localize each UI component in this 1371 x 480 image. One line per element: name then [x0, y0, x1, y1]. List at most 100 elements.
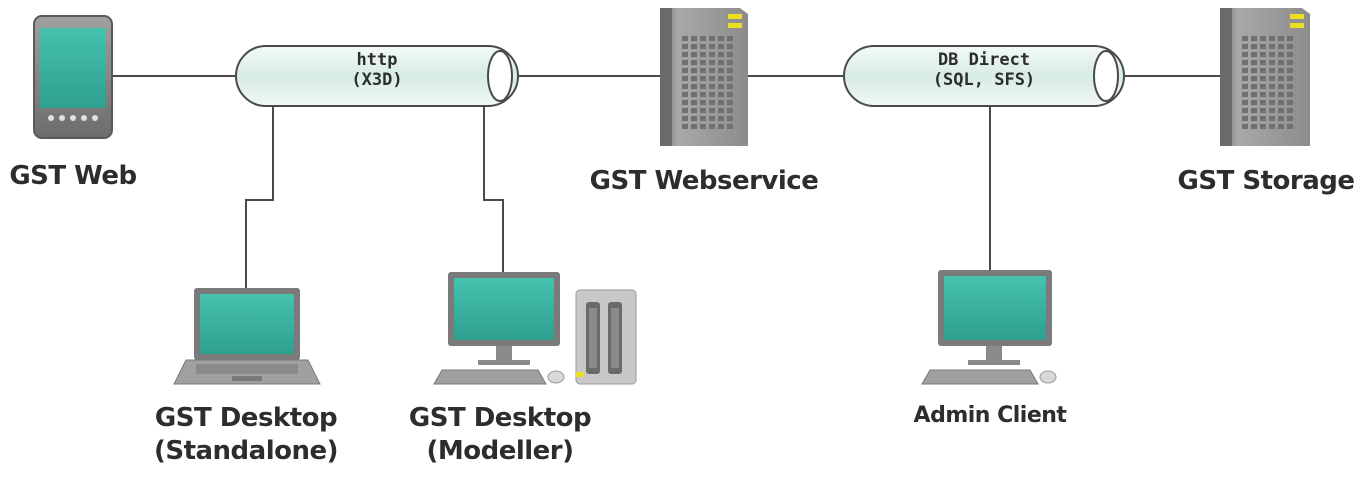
vent-cell — [1269, 52, 1275, 57]
vent-cell — [1242, 92, 1248, 97]
desktop-standalone-line2: (Standalone) — [153, 435, 339, 466]
vent-cell — [727, 124, 733, 129]
vent-cell — [718, 60, 724, 65]
vent-cell — [1269, 44, 1275, 49]
vent-cell — [1278, 52, 1284, 57]
vent-cell — [700, 84, 706, 89]
http-label: http (X3D) — [327, 50, 427, 90]
vent-cell — [727, 60, 733, 65]
vent-cell — [1278, 44, 1284, 49]
vent-cell — [1287, 52, 1293, 57]
db-direct-line2: (SQL, SFS) — [932, 70, 1036, 90]
vent-cell — [1287, 36, 1293, 41]
vent-cell — [1269, 116, 1275, 121]
vent-cell — [1287, 116, 1293, 121]
vent-cell — [691, 108, 697, 113]
vent-cell — [1278, 84, 1284, 89]
vent-cell — [727, 44, 733, 49]
vent-cell — [1287, 100, 1293, 105]
vent-cell — [709, 100, 715, 105]
vent-cell — [700, 68, 706, 73]
vent-cell — [727, 76, 733, 81]
vent-cell — [1251, 76, 1257, 81]
vent-cell — [1260, 68, 1266, 73]
vent-cell — [700, 92, 706, 97]
vent-cell — [682, 100, 688, 105]
vent-cell — [682, 60, 688, 65]
db-direct-label: DB Direct (SQL, SFS) — [914, 50, 1054, 90]
vent-cell — [718, 76, 724, 81]
vent-cell — [1242, 76, 1248, 81]
vent-cell — [1251, 44, 1257, 49]
vent-cell — [682, 44, 688, 49]
desktop-modeller-line1: GST Desktop — [408, 403, 592, 433]
vent-cell — [718, 108, 724, 113]
gst-webservice-label: GST Webservice — [589, 166, 819, 196]
vent-cell — [1251, 108, 1257, 113]
vent-cell — [1287, 60, 1293, 65]
vent-cell — [718, 116, 724, 121]
vent-cell — [718, 36, 724, 41]
vent-cell — [1287, 84, 1293, 89]
vent-cell — [1278, 124, 1284, 129]
vent-cell — [1251, 116, 1257, 121]
vent-cell — [700, 116, 706, 121]
vent-cell — [1260, 44, 1266, 49]
vent-cell — [1260, 108, 1266, 113]
vent-cell — [691, 124, 697, 129]
vent-cell — [709, 124, 715, 129]
vent-cell — [1251, 84, 1257, 89]
vent-cell — [727, 92, 733, 97]
vent-cell — [727, 84, 733, 89]
vent-cell — [1242, 100, 1248, 105]
vent-cell — [1278, 60, 1284, 65]
vent-cell — [700, 124, 706, 129]
vent-cell — [691, 84, 697, 89]
workstation-tower-icon — [575, 289, 637, 385]
vent-cell — [1269, 60, 1275, 65]
vent-cell — [691, 52, 697, 57]
vent-cell — [1269, 124, 1275, 129]
vent-cell — [691, 76, 697, 81]
vent-cell — [1251, 124, 1257, 129]
vent-cell — [691, 116, 697, 121]
vent-cell — [1287, 44, 1293, 49]
vent-cell — [1242, 84, 1248, 89]
vent-cell — [1269, 108, 1275, 113]
line-http-to-standalone — [245, 104, 274, 288]
vent-cell — [727, 52, 733, 57]
vent-cell — [682, 76, 688, 81]
vent-cell — [1260, 36, 1266, 41]
vent-cell — [718, 44, 724, 49]
http-pipe — [235, 45, 519, 107]
vent-cell — [691, 92, 697, 97]
db-direct-line1: DB Direct — [937, 50, 1031, 70]
vent-cell — [682, 92, 688, 97]
vent-cell — [1242, 52, 1248, 57]
vent-cell — [727, 108, 733, 113]
vent-cell — [727, 116, 733, 121]
desktop-standalone-line1: GST Desktop — [154, 403, 338, 433]
gst-storage-label: GST Storage — [1177, 166, 1355, 196]
vent-cell — [682, 36, 688, 41]
vent-cell — [700, 44, 706, 49]
vent-cell — [718, 68, 724, 73]
connector-lines — [112, 75, 1220, 288]
vent-cell — [700, 60, 706, 65]
db-direct-pipe — [843, 45, 1125, 107]
vent-cell — [691, 36, 697, 41]
vent-cell — [709, 52, 715, 57]
vent-cell — [1278, 108, 1284, 113]
vent-cell — [682, 52, 688, 57]
vent-cell — [1278, 116, 1284, 121]
vent-cell — [1242, 44, 1248, 49]
vent-cell — [1287, 76, 1293, 81]
vent-cell — [709, 60, 715, 65]
vent-cell — [718, 124, 724, 129]
vent-cell — [1269, 76, 1275, 81]
vent-cell — [1251, 92, 1257, 97]
vent-cell — [709, 36, 715, 41]
vent-cell — [1269, 92, 1275, 97]
vent-cell — [700, 108, 706, 113]
vent-cell — [700, 52, 706, 57]
